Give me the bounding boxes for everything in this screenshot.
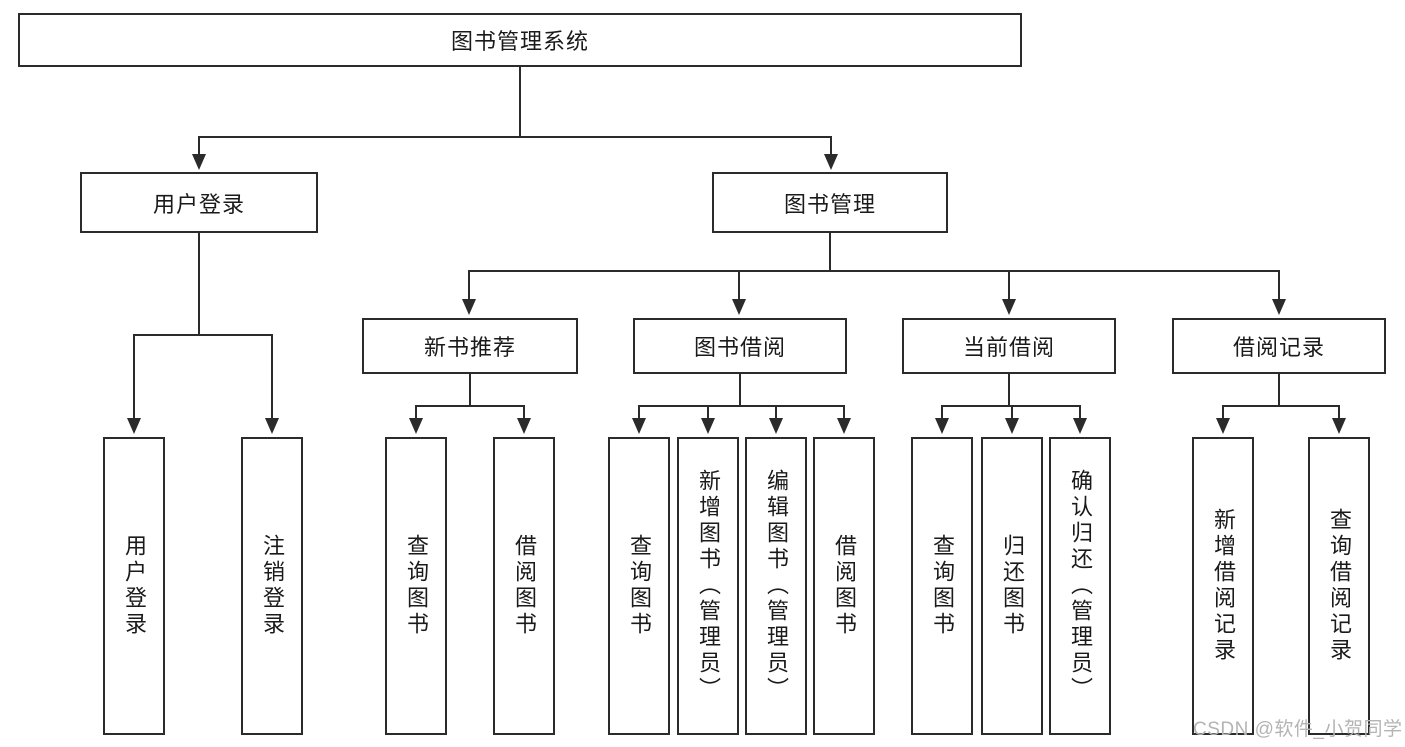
edge-root-bus (198, 136, 831, 138)
node-label: 用户登录 (122, 534, 147, 638)
arrowhead-nbr-to-leaf-1 (409, 418, 423, 434)
arrowhead-root-to-user-login (192, 154, 206, 170)
edge-bb-to-leaf-1 (638, 405, 640, 419)
arrowhead-bm-to-book-borrow (732, 299, 746, 315)
leaf-book-borrow-2[interactable]: 新增图书（管理员） (677, 437, 739, 735)
leaf-current-borrow-1[interactable]: 查询图书 (911, 437, 973, 735)
node-new-book-recommend[interactable]: 新书推荐 (362, 318, 578, 374)
leaf-borrow-record-1[interactable]: 新增借阅记录 (1192, 437, 1254, 735)
node-label: 借阅图书 (512, 534, 537, 638)
edge-cb-to-leaf-3 (1079, 405, 1081, 419)
arrowhead-bb-to-leaf-4 (837, 418, 851, 434)
edge-bb-to-leaf-4 (843, 405, 845, 419)
leaf-new-book-recommend-2[interactable]: 借阅图书 (493, 437, 555, 735)
node-label: 借阅记录 (1232, 335, 1325, 360)
arrowhead-cb-to-leaf-3 (1073, 418, 1087, 434)
node-label: 当前借阅 (962, 335, 1055, 360)
edge-bb-bus (638, 405, 845, 407)
arrowhead-cb-to-leaf-2 (1005, 418, 1019, 434)
edge-cb-stem (1008, 374, 1010, 406)
arrowhead-br-to-leaf-1 (1216, 418, 1230, 434)
node-label: 图书借阅 (693, 335, 786, 360)
arrowhead-bb-to-leaf-1 (632, 418, 646, 434)
edge-root-to-user-login (198, 136, 200, 156)
node-label: 归还图书 (1000, 534, 1025, 638)
edge-br-to-leaf-2 (1338, 405, 1340, 419)
node-label: 确认归还（管理员） (1068, 469, 1093, 703)
node-label: 图书管理系统 (450, 29, 589, 54)
leaf-user-login-2[interactable]: 注销登录 (241, 437, 303, 735)
edge-bm-to-borrow-record (1278, 270, 1280, 300)
arrowhead-bb-to-leaf-3 (769, 418, 783, 434)
arrowhead-br-to-leaf-2 (1332, 418, 1346, 434)
leaf-book-borrow-1[interactable]: 查询图书 (608, 437, 670, 735)
node-book-management[interactable]: 图书管理 (712, 172, 948, 233)
edge-br-bus (1222, 405, 1340, 407)
node-label: 查询借阅记录 (1327, 508, 1352, 664)
leaf-current-borrow-2[interactable]: 归还图书 (981, 437, 1043, 735)
node-label: 编辑图书（管理员） (764, 469, 789, 703)
edge-bm-to-book-borrow (738, 270, 740, 300)
node-label: 注销登录 (260, 534, 285, 638)
edge-book-management-bus (468, 270, 1280, 272)
edge-bb-stem (739, 374, 741, 406)
node-label: 新增借阅记录 (1211, 508, 1236, 664)
edge-nbr-to-leaf-1 (415, 405, 417, 419)
arrowhead-bb-to-leaf-2 (701, 418, 715, 434)
leaf-user-login-1[interactable]: 用户登录 (103, 437, 165, 735)
node-label: 新增图书（管理员） (696, 469, 721, 703)
node-label: 查询图书 (627, 534, 652, 638)
node-root-book-management-system[interactable]: 图书管理系统 (18, 13, 1022, 67)
edge-nbr-stem (469, 374, 471, 406)
node-label: 借阅图书 (832, 534, 857, 638)
edge-cb-to-leaf-2 (1011, 405, 1013, 419)
arrowhead-nbr-to-leaf-2 (517, 418, 531, 434)
leaf-borrow-record-2[interactable]: 查询借阅记录 (1308, 437, 1370, 735)
node-user-login[interactable]: 用户登录 (80, 172, 318, 233)
node-borrow-record[interactable]: 借阅记录 (1172, 318, 1386, 374)
leaf-new-book-recommend-1[interactable]: 查询图书 (385, 437, 447, 735)
leaf-book-borrow-4[interactable]: 借阅图书 (813, 437, 875, 735)
node-label: 查询图书 (404, 534, 429, 638)
edge-user-login-stem (198, 233, 200, 335)
node-label: 新书推荐 (423, 335, 516, 360)
leaf-current-borrow-3[interactable]: 确认归还（管理员） (1049, 437, 1111, 735)
edge-user-login-bus (133, 334, 273, 336)
edge-nbr-bus (415, 405, 525, 407)
node-current-borrow[interactable]: 当前借阅 (902, 318, 1116, 374)
arrowhead-cb-to-leaf-1 (935, 418, 949, 434)
arrowhead-user-login-to-leaf-2 (265, 418, 279, 434)
arrowhead-bm-to-borrow-record (1272, 299, 1286, 315)
node-label: 图书管理 (783, 191, 876, 217)
edge-bm-to-new-book (468, 270, 470, 300)
node-book-borrow[interactable]: 图书借阅 (633, 318, 847, 374)
edge-br-stem (1278, 374, 1280, 406)
arrowhead-bm-to-current-borrow (1002, 299, 1016, 315)
edge-nbr-to-leaf-2 (523, 405, 525, 419)
edge-book-management-stem (829, 233, 831, 271)
arrowhead-bm-to-new-book (462, 299, 476, 315)
node-label: 查询图书 (930, 534, 955, 638)
edge-user-login-to-leaf-2 (271, 334, 273, 419)
edge-bm-to-current-borrow (1008, 270, 1010, 300)
edge-br-to-leaf-1 (1222, 405, 1224, 419)
edge-bb-to-leaf-3 (775, 405, 777, 419)
watermark-text: CSDN @软件_小贺同学 (1193, 719, 1403, 740)
leaf-book-borrow-3[interactable]: 编辑图书（管理员） (745, 437, 807, 735)
arrowhead-root-to-book-management (824, 154, 838, 170)
edge-user-login-to-leaf-1 (133, 334, 135, 419)
edge-cb-to-leaf-1 (941, 405, 943, 419)
edge-root-stem (519, 67, 521, 137)
edge-root-to-book-management (830, 136, 832, 156)
node-label: 用户登录 (152, 191, 245, 217)
edge-bb-to-leaf-2 (707, 405, 709, 419)
arrowhead-user-login-to-leaf-1 (127, 418, 141, 434)
